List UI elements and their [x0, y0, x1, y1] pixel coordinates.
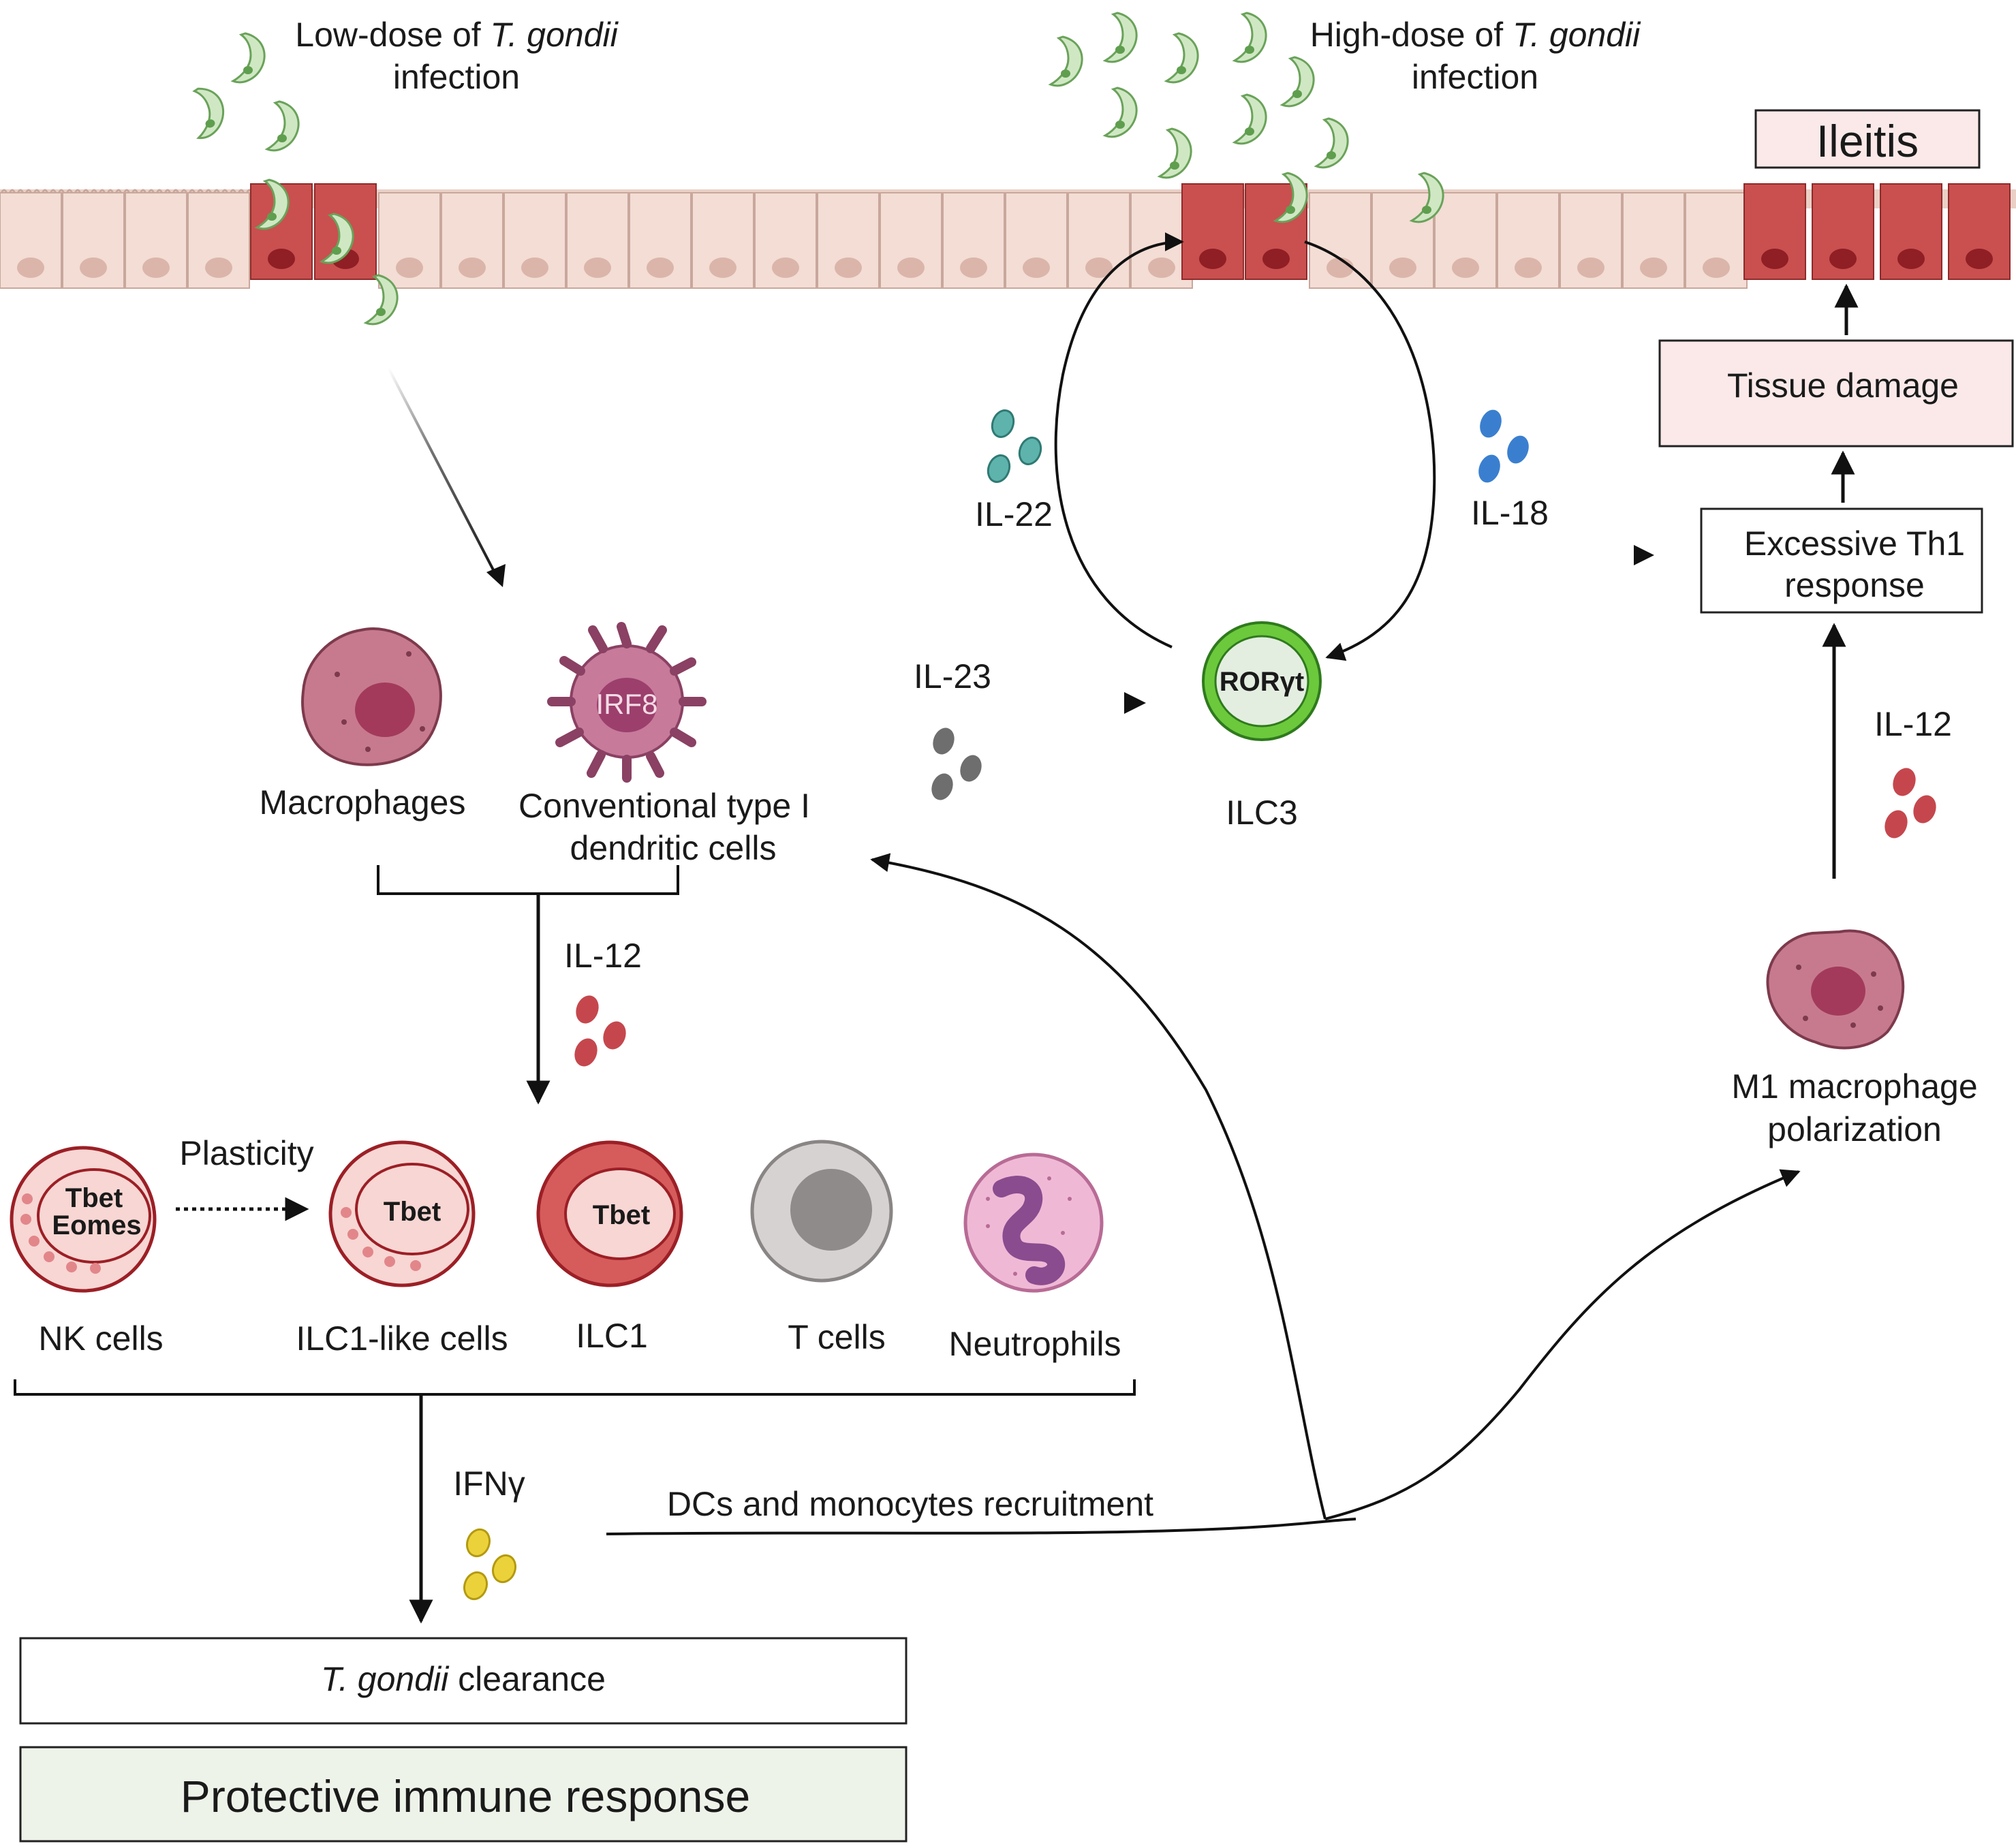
tissue-damage-box: [1658, 339, 2014, 448]
ifng-dots: [463, 1528, 517, 1601]
plasticity-label: Plasticity: [179, 1134, 313, 1172]
recruitment-label: DCs and monocytes recruitment: [667, 1485, 1153, 1523]
nk-label: NK cells: [38, 1319, 163, 1358]
arrow-recruitment-to-m1: [1324, 1169, 1801, 1520]
arrow-recruitment-to-dc: [870, 853, 1327, 1520]
il23-label: IL-23: [914, 657, 991, 695]
low-dose-label-line2: infection: [393, 58, 520, 96]
ilc3-label: ILC3: [1226, 794, 1298, 832]
dc-label-line1: Conventional type I: [518, 787, 810, 825]
th1-label-line1: Excessive Th1: [1744, 524, 1965, 563]
nk-cell-icon: [10, 1146, 157, 1293]
tissue-damage-label: Tissue damage: [1727, 366, 1959, 405]
neutrophil-icon: [963, 1153, 1104, 1293]
ileitis-box: [1754, 109, 1981, 169]
il12-right-label: IL-12: [1874, 705, 1952, 743]
epithelium-layer: [0, 183, 2016, 289]
arrow-ilc3-to-epithelium: [1054, 232, 1184, 648]
neutrophils-label: Neutrophils: [949, 1325, 1121, 1363]
protective-box: [19, 1746, 908, 1843]
ilc1-like-inner-tbet: Tbet: [384, 1197, 441, 1227]
nk-inner-tbet: Tbet: [65, 1183, 123, 1213]
ilc1-cell-icon: [536, 1140, 683, 1287]
dc-label-line2: dendritic cells: [570, 829, 777, 867]
il12-right-dots: [1885, 768, 1936, 839]
ilc3-cell-icon: [1202, 621, 1322, 741]
clearance-box: [19, 1637, 908, 1725]
il22-label: IL-22: [975, 495, 1053, 533]
th1-response-box: [1700, 507, 1983, 614]
arrow-low-dose-to-apc: [387, 367, 500, 581]
th1-label-line2: response: [1784, 566, 1925, 604]
t-cell-icon: [750, 1140, 893, 1283]
irf8-label: IRF8: [595, 688, 657, 720]
ilc1-like-label: ILC1-like cells: [296, 1319, 508, 1358]
t-cells-label: T cells: [788, 1318, 886, 1356]
il18-dots: [1478, 409, 1529, 483]
ilc3-inner-label: RORγt: [1220, 667, 1304, 697]
clearance-label: T. gondii clearance: [321, 1660, 606, 1698]
m1-label-line2: polarization: [1767, 1110, 1942, 1148]
ileitis-label: Ileitis: [1816, 116, 1919, 166]
ilc1-like-cell-icon: [328, 1140, 476, 1287]
recruitment-line: [606, 1518, 1356, 1535]
high-dose-label-line2: infection: [1412, 58, 1538, 96]
low-dose-label: Low-dose of T. gondii: [295, 16, 619, 54]
ilc1-label: ILC1: [576, 1317, 648, 1355]
macrophage-icon: [301, 627, 442, 766]
dendritic-cell-icon: [547, 622, 707, 783]
nk-inner-eomes: Eomes: [52, 1210, 141, 1240]
il18-label: IL-18: [1471, 494, 1549, 532]
protective-label: Protective immune response: [181, 1771, 750, 1821]
m1-label-line1: M1 macrophage: [1731, 1067, 1977, 1106]
high-dose-label: High-dose of T. gondii: [1310, 16, 1641, 54]
il22-dots: [987, 409, 1042, 483]
arrow-epithelium-to-ilc3: [1304, 240, 1436, 661]
apc-bracket: [377, 865, 679, 895]
il12-apc-label: IL-12: [564, 937, 642, 975]
il12-apc-dots: [574, 995, 626, 1067]
m1-macrophage-icon: [1766, 929, 1905, 1050]
ifng-label: IFNγ: [453, 1465, 525, 1503]
macrophages-label: Macrophages: [260, 783, 466, 821]
effectors-bracket: [14, 1379, 1136, 1396]
il23-dots: [931, 727, 982, 800]
ilc1-inner-tbet: Tbet: [593, 1200, 650, 1230]
